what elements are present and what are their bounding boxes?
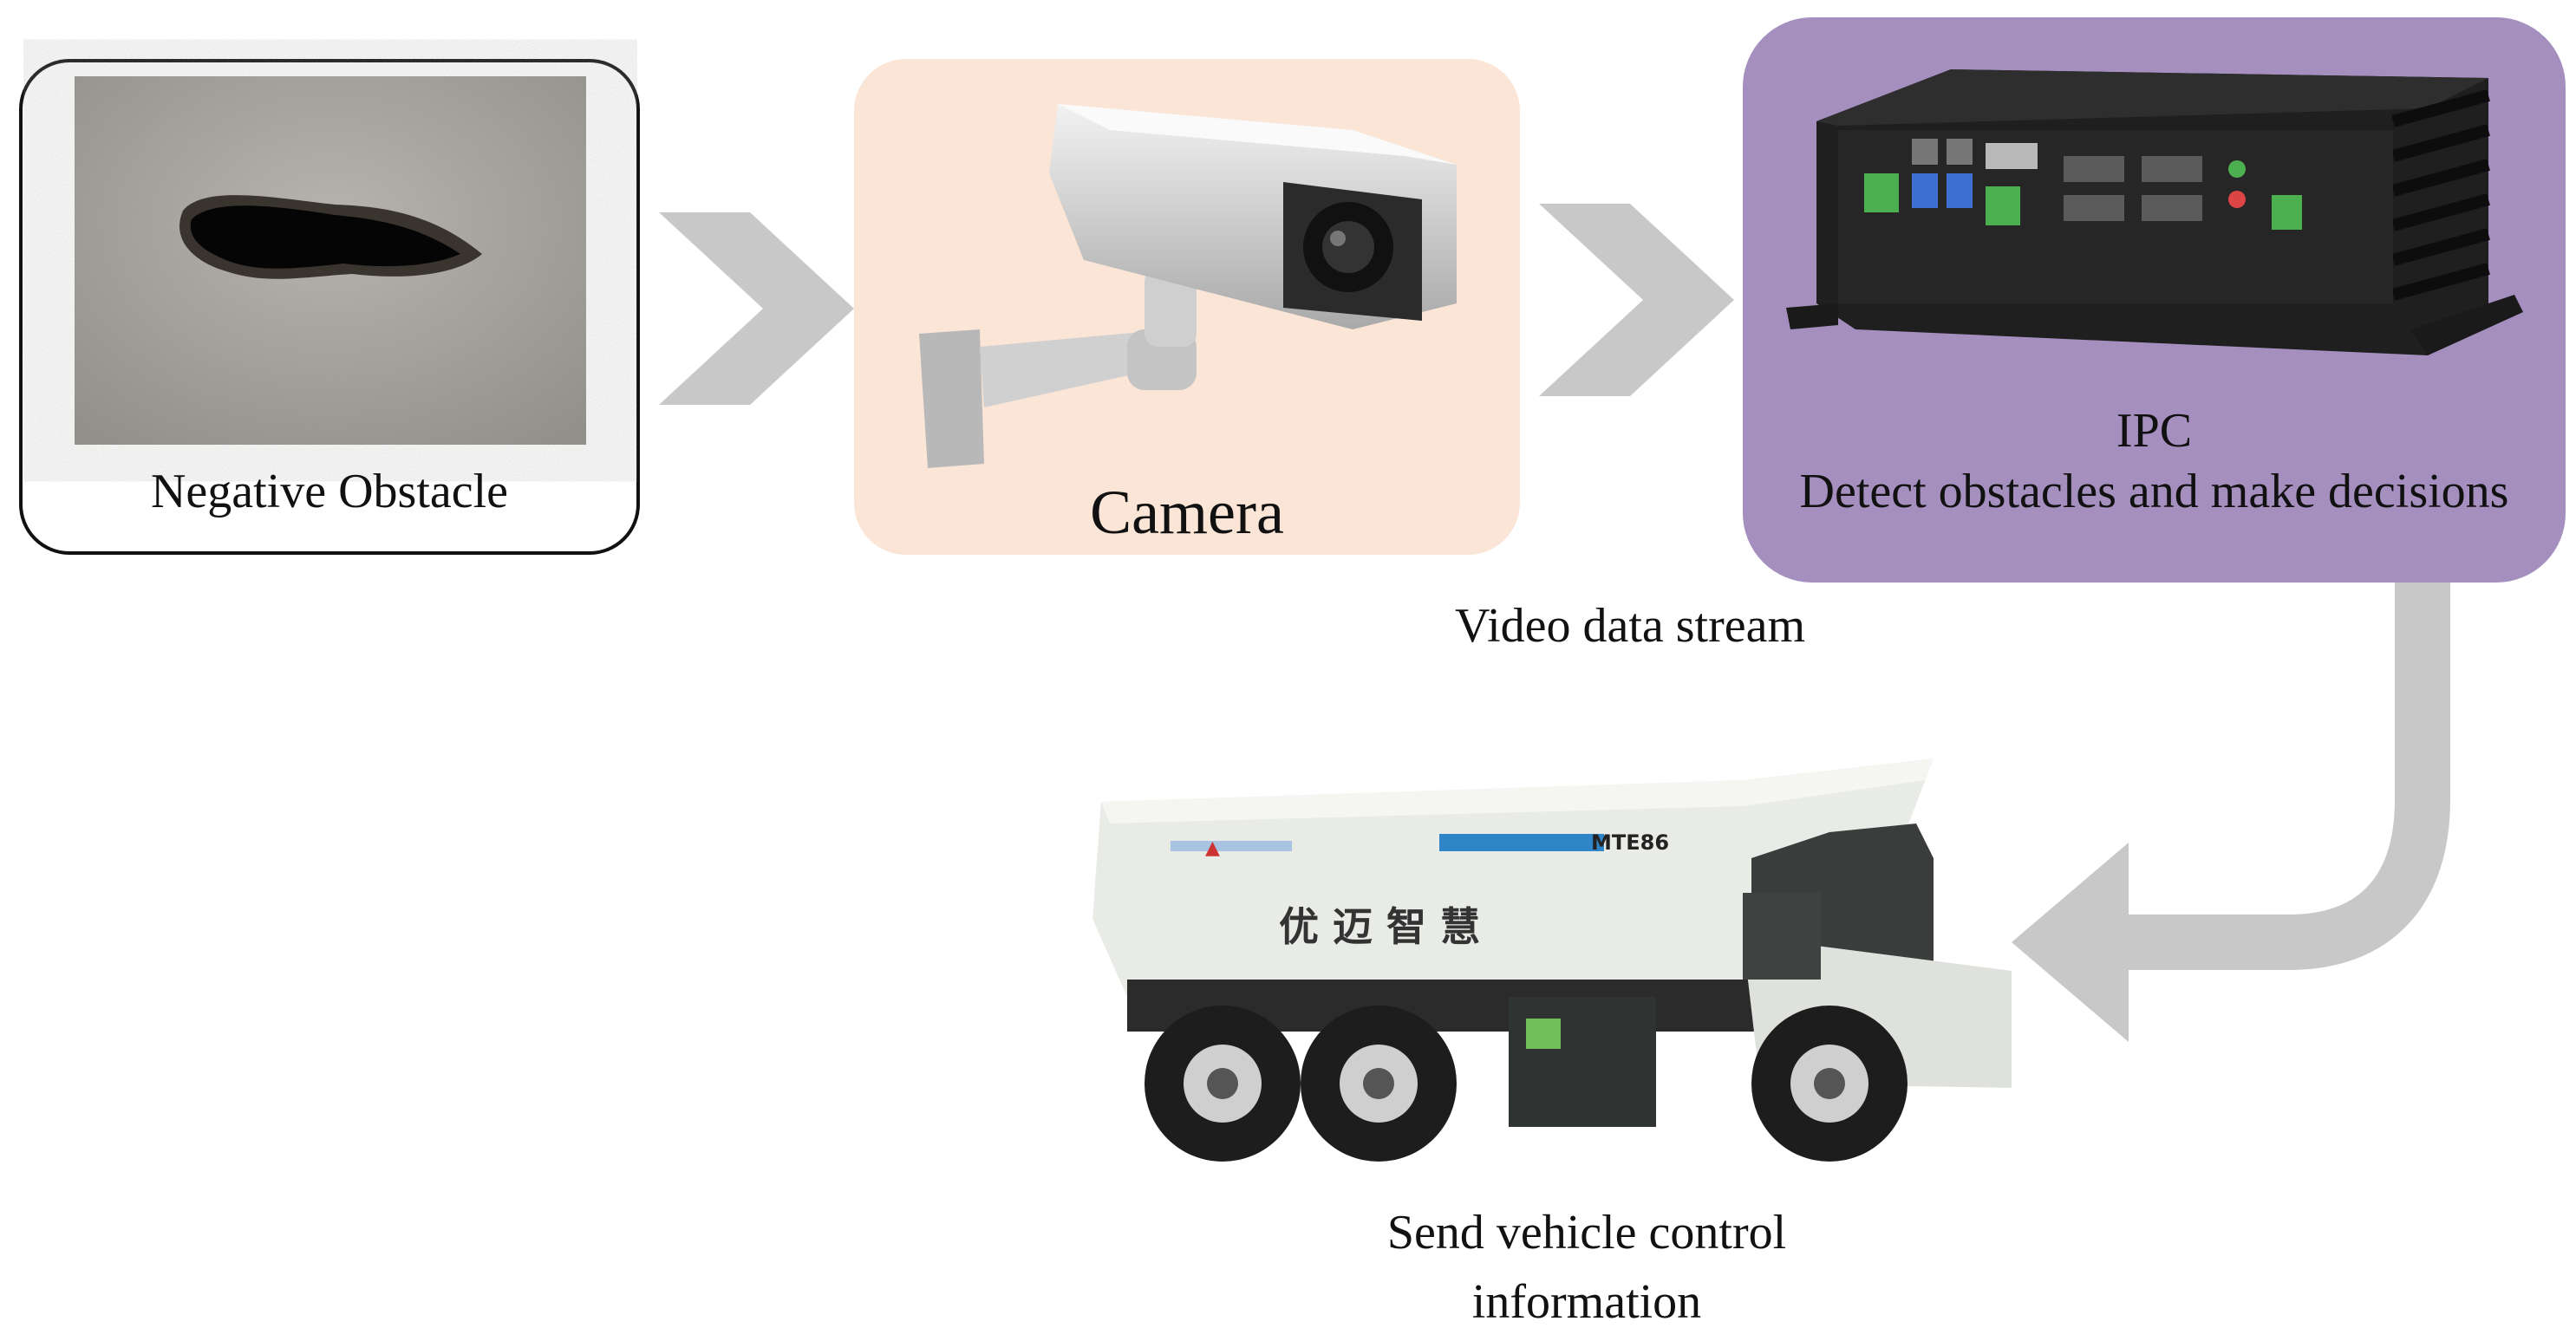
ipc-computer-icon (1786, 69, 2523, 355)
svg-text:MTE86: MTE86 (1591, 830, 1669, 855)
control-label-line2: information (1471, 1275, 1702, 1329)
arrow-ipc-to-truck (2012, 583, 2450, 1042)
pothole-photo (75, 76, 586, 445)
mining-truck-image: ▲ MTE86 优 迈 智 慧 (1092, 758, 2012, 1162)
arrow-obstacle-to-camera (659, 212, 854, 405)
control-label-line1: Send vehicle control (1386, 1206, 1787, 1260)
camera-icon (919, 104, 1457, 468)
negative-obstacle-label: Negative Obstacle (150, 465, 509, 518)
ipc-subtitle: Detect obstacles and make decisions (1799, 465, 2509, 518)
ipc-title: IPC (2116, 404, 2193, 458)
camera-label: Camera (1090, 478, 1284, 547)
svg-text:▲: ▲ (1205, 837, 1220, 859)
video-stream-label: Video data stream (1454, 599, 1806, 653)
svg-text:优 迈 智 慧: 优 迈 智 慧 (1279, 903, 1480, 950)
arrow-camera-to-ipc (1539, 204, 1734, 396)
